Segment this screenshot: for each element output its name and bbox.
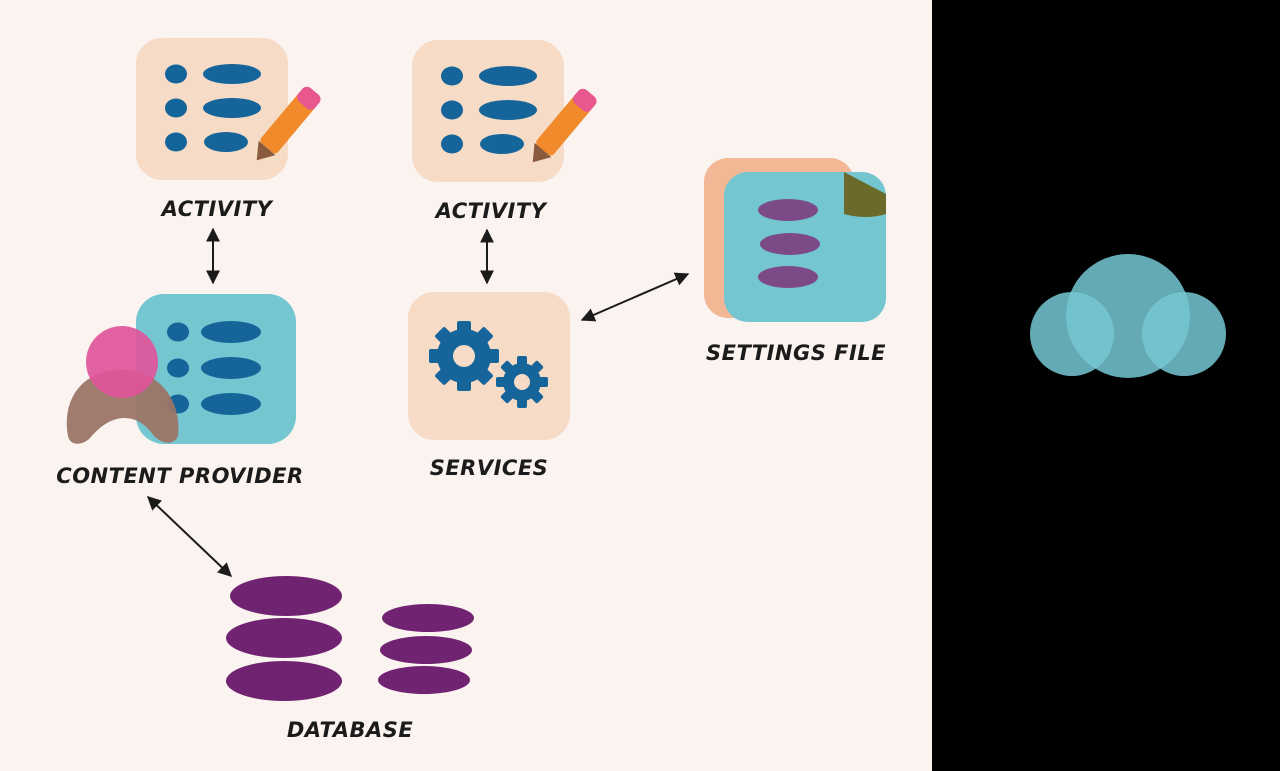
services-node xyxy=(406,290,572,442)
content-provider-icon xyxy=(66,294,296,444)
activity-node-2 xyxy=(410,38,600,188)
activity-node-1 xyxy=(134,36,324,186)
settings-file-icon xyxy=(704,158,886,322)
cloud-icon xyxy=(1030,254,1226,378)
database-node xyxy=(224,572,478,708)
services-label: SERVICES xyxy=(429,456,549,480)
services-gears-icon xyxy=(408,292,570,440)
diagram-canvas: ACTIVITY ACTIVITY xyxy=(0,0,932,771)
activity-label-1: ACTIVITY xyxy=(161,197,273,221)
edge-services-settings xyxy=(580,272,690,322)
activity-label-2: ACTIVITY xyxy=(435,199,547,223)
right-panel xyxy=(932,0,1280,771)
content-provider-label: CONTENT PROVIDER xyxy=(56,464,304,488)
edge-contentprovider-database xyxy=(146,496,233,577)
settings-file-label: SETTINGS FILE xyxy=(705,341,887,365)
database-label: DATABASE xyxy=(286,718,414,742)
content-provider-node xyxy=(66,294,298,449)
connectors xyxy=(146,227,690,577)
activity-list-pencil-icon xyxy=(412,40,597,182)
database-icon xyxy=(226,576,474,701)
activity-list-pencil-icon xyxy=(136,38,321,180)
settings-file-node xyxy=(700,152,892,324)
